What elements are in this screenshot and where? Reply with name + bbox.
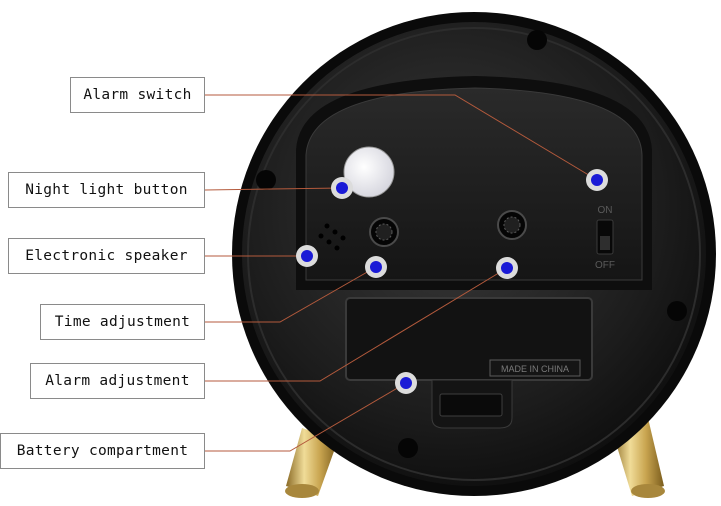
screw-holes — [256, 30, 687, 458]
switch-on-text: ON — [598, 205, 613, 216]
time-knob — [369, 217, 399, 247]
night-light-button-graphic — [343, 146, 395, 198]
marker-alarm-switch — [586, 169, 608, 191]
alarm-slide-switch: ON OFF — [595, 205, 615, 271]
label-electronic-speaker: Electronic speaker — [8, 238, 205, 274]
label-battery-compartment: Battery compartment — [0, 433, 205, 469]
label-alarm-switch: Alarm switch — [70, 77, 205, 113]
alarm-knob — [497, 210, 527, 240]
marker-dots — [296, 169, 608, 394]
speaker-holes — [318, 223, 346, 251]
made-in-china-text: MADE IN CHINA — [501, 364, 569, 374]
switch-off-text: OFF — [595, 260, 615, 271]
marker-night-light — [331, 177, 353, 199]
label-time-adjustment: Time adjustment — [40, 304, 205, 340]
label-night-light-button: Night light button — [8, 172, 205, 208]
battery-compartment-graphic: MADE IN CHINA — [345, 297, 593, 429]
marker-alarm-adjustment — [496, 257, 518, 279]
marker-battery — [395, 372, 417, 394]
marker-speaker — [296, 245, 318, 267]
label-alarm-adjustment: Alarm adjustment — [30, 363, 205, 399]
marker-time-adjustment — [365, 256, 387, 278]
leader-lines — [204, 94, 598, 452]
